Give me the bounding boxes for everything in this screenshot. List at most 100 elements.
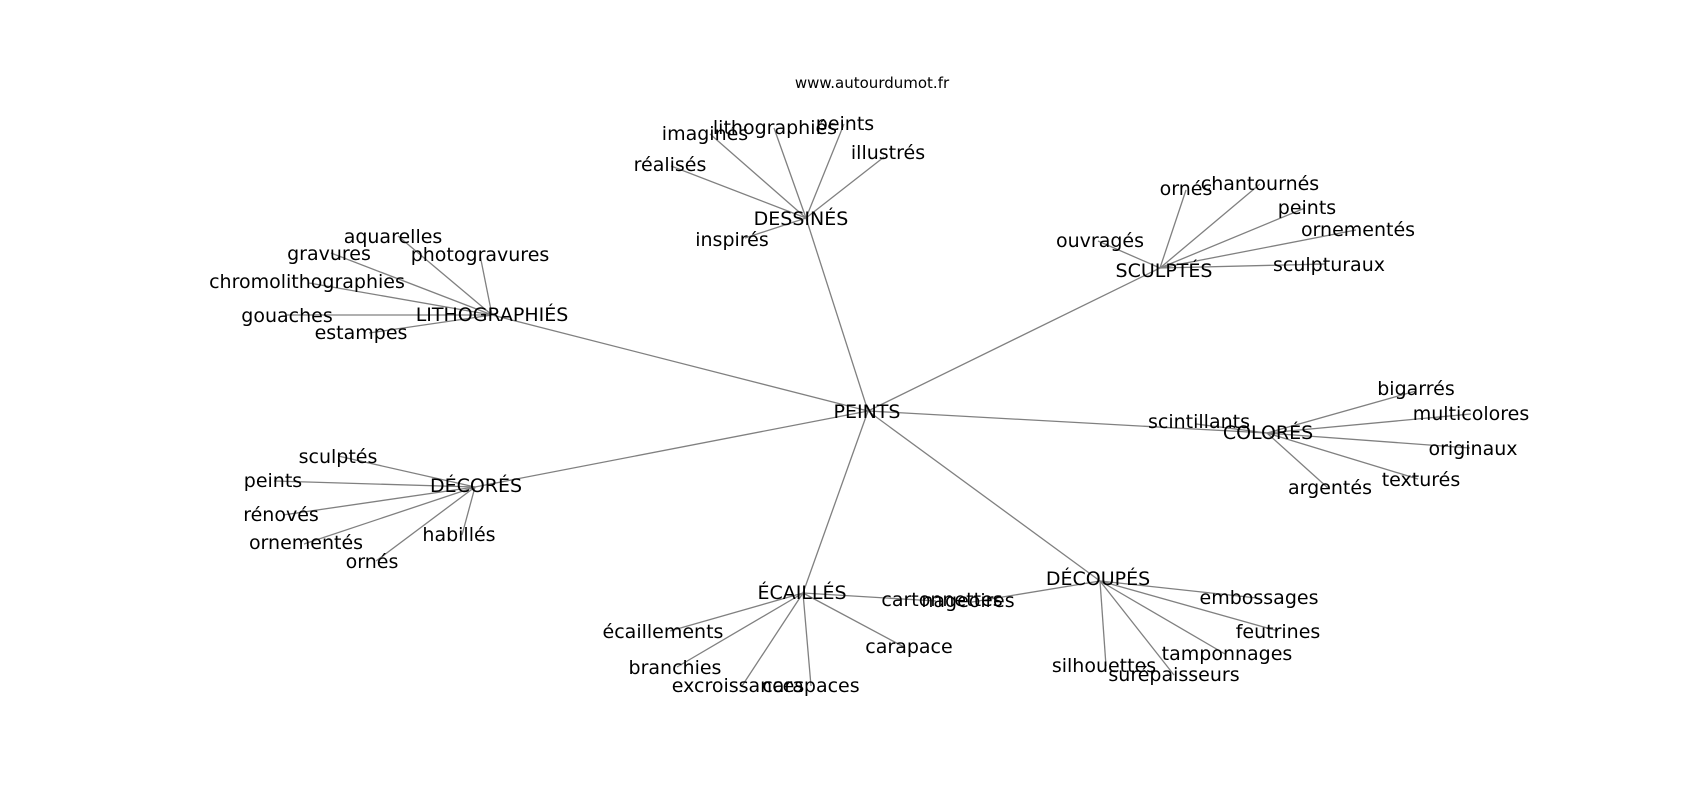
hub-node-decoupes[interactable]: DÉCOUPÉS: [1046, 567, 1150, 590]
leaf-word[interactable]: silhouettes: [1052, 655, 1156, 677]
leaf-word[interactable]: chromolithographies: [209, 271, 405, 293]
leaf-word[interactable]: feutrines: [1236, 621, 1321, 643]
leaf-word[interactable]: gravures: [287, 243, 371, 265]
edge-center-hub: [867, 410, 1268, 434]
edge-hub-leaf: [805, 123, 845, 219]
leaf-word[interactable]: multicolores: [1413, 403, 1530, 425]
leaf-word[interactable]: ornementés: [1301, 219, 1415, 241]
hub-node-colores[interactable]: COLORÉS: [1223, 421, 1313, 444]
edge-hub-leaf: [1099, 580, 1279, 632]
leaf-word[interactable]: sculpturaux: [1273, 254, 1385, 276]
edge-hub-leaf: [375, 486, 476, 562]
leaf-word[interactable]: estampes: [315, 322, 408, 344]
leaf-word[interactable]: peints: [1278, 197, 1336, 219]
edge-hub-leaf: [1099, 580, 1175, 676]
leaf-word[interactable]: originaux: [1428, 438, 1517, 460]
leaf-word[interactable]: scintillants: [1148, 411, 1250, 433]
credit-label: www.autourdumot.fr: [795, 74, 950, 92]
edge-hub-leaf: [670, 165, 807, 219]
edge-hub-leaf: [971, 580, 1101, 603]
edge-hub-leaf: [1266, 390, 1417, 434]
edge-hub-leaf: [1099, 580, 1107, 667]
edge-hub-leaf: [1099, 580, 1226, 655]
edge-center-hub: [867, 410, 1101, 582]
edge-hub-leaf: [1266, 432, 1329, 489]
edge-hub-leaf: [1266, 432, 1419, 480]
edge-center-hub: [805, 217, 869, 412]
leaf-word[interactable]: inspirés: [695, 229, 769, 251]
edge-hub-leaf: [802, 592, 812, 687]
leaf-word[interactable]: ornés: [346, 551, 399, 573]
leaf-word[interactable]: carapace: [865, 636, 952, 658]
leaf-word[interactable]: surépaisseurs: [1108, 664, 1239, 686]
leaf-word[interactable]: habillés: [422, 524, 495, 546]
edge-hub-leaf: [1159, 263, 1327, 269]
edge-hub-leaf: [1266, 413, 1472, 434]
edge-hub-leaf: [461, 486, 476, 536]
hub-node-lithographies[interactable]: LITHOGRAPHIÉS: [416, 303, 569, 326]
edge-hub-leaf: [741, 592, 804, 687]
hub-node-sculptes[interactable]: SCULPTÉS: [1116, 259, 1213, 282]
leaf-word[interactable]: cartonnettes: [881, 589, 1002, 611]
edge-hub-leaf: [669, 592, 804, 632]
edge-hub-leaf: [282, 486, 476, 516]
edge-center-hub: [491, 314, 869, 412]
edge-hub-leaf: [1266, 432, 1471, 449]
leaf-word[interactable]: nageoires: [921, 590, 1014, 612]
edge-hub-leaf: [303, 486, 476, 545]
edge-hub-leaf: [308, 282, 493, 316]
leaf-word[interactable]: photogravures: [411, 244, 550, 266]
leaf-word[interactable]: peints: [816, 113, 874, 135]
hub-node-ecailles[interactable]: ÉCAILLÉS: [757, 581, 846, 604]
edge-hub-leaf: [802, 592, 905, 648]
leaf-word[interactable]: bigarrés: [1377, 378, 1455, 400]
edge-center-hub: [867, 267, 1161, 412]
graph-edges: [273, 123, 1472, 687]
leaf-word[interactable]: aquarelles: [344, 226, 443, 248]
edge-hub-leaf: [330, 252, 493, 316]
leaf-word[interactable]: sculptés: [299, 446, 378, 468]
leaf-word[interactable]: lithographiés: [713, 117, 837, 139]
edge-hub-leaf: [397, 235, 493, 316]
edge-hub-leaf: [676, 592, 804, 668]
leaf-word[interactable]: gouaches: [241, 305, 332, 327]
leaf-word[interactable]: texturés: [1382, 469, 1461, 491]
edge-center-hub: [474, 410, 869, 488]
leaf-word[interactable]: argentés: [1288, 477, 1372, 499]
edge-hub-leaf: [709, 133, 807, 219]
leaf-word[interactable]: tamponnages: [1162, 643, 1293, 665]
edge-hub-leaf: [1195, 423, 1268, 434]
leaf-word[interactable]: branchies: [629, 657, 722, 679]
edge-hub-leaf: [479, 254, 493, 316]
leaf-word[interactable]: carapaces: [762, 675, 859, 697]
leaf-word[interactable]: ornementés: [249, 532, 363, 554]
leaf-word[interactable]: illustrés: [851, 142, 925, 164]
edge-hub-leaf: [1159, 207, 1306, 269]
leaf-word[interactable]: réalisés: [634, 154, 707, 176]
leaf-word[interactable]: chantournés: [1201, 173, 1319, 195]
edge-hub-leaf: [1159, 183, 1261, 269]
edge-hub-leaf: [744, 217, 807, 239]
leaf-word[interactable]: ornés: [1160, 178, 1213, 200]
leaf-word[interactable]: embossages: [1200, 587, 1319, 609]
edge-hub-leaf: [273, 480, 476, 488]
leaf-word[interactable]: écaillements: [603, 621, 724, 643]
leaf-word[interactable]: imaginés: [662, 123, 748, 145]
edge-hub-leaf: [802, 592, 937, 602]
edge-hub-leaf: [805, 156, 885, 219]
edge-hub-leaf: [1159, 229, 1357, 269]
leaf-word[interactable]: peints: [244, 470, 302, 492]
leaf-word[interactable]: ouvragés: [1056, 230, 1144, 252]
hub-node-dessines[interactable]: DESSINÉS: [754, 207, 849, 230]
edge-hub-leaf: [1097, 240, 1161, 269]
leaf-word[interactable]: excroissances: [672, 675, 805, 697]
center-node[interactable]: PEINTS: [834, 401, 901, 423]
leaf-word[interactable]: rénovés: [243, 504, 319, 526]
edge-hub-leaf: [1099, 580, 1258, 599]
edge-hub-leaf: [368, 314, 493, 334]
edge-hub-leaf: [773, 127, 807, 219]
edge-hub-leaf: [1159, 189, 1187, 269]
edge-center-hub: [802, 410, 869, 594]
hub-node-decores[interactable]: DÉCORÉS: [430, 474, 522, 497]
